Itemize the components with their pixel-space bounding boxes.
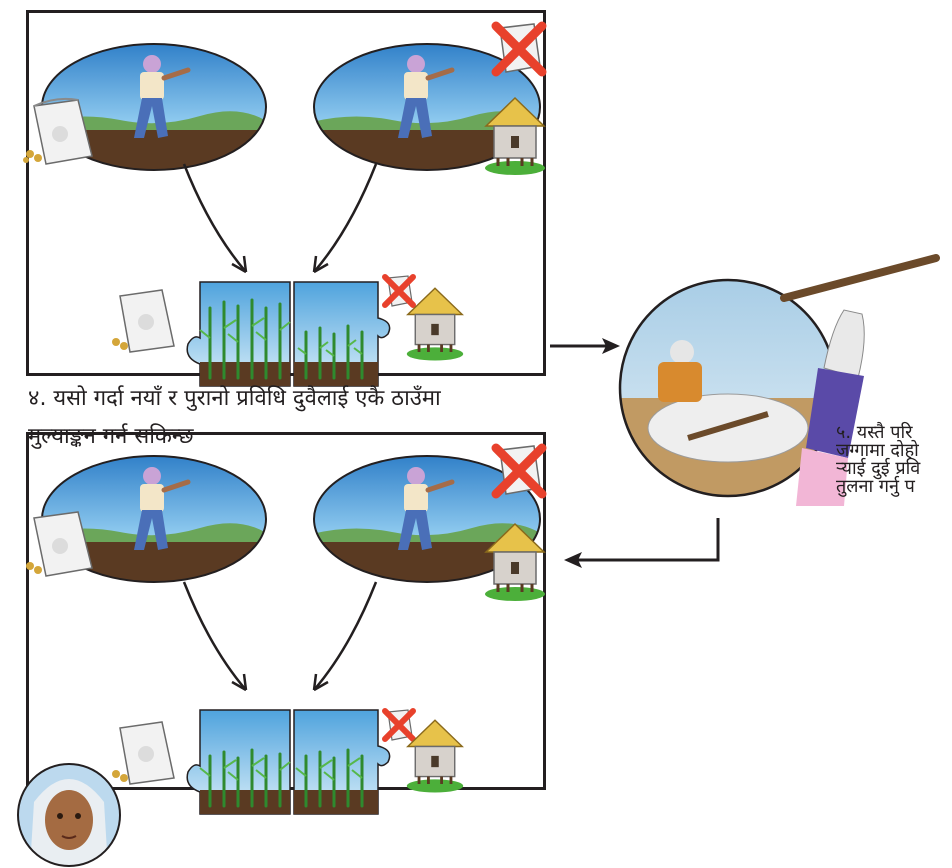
seed-sack-icon (23, 97, 93, 165)
maize-plot-illustration (186, 281, 391, 387)
seed-sack-icon (26, 511, 93, 577)
field-preparation-illustration (618, 254, 940, 506)
granary-hut-icon (484, 96, 546, 175)
step5-caption-line1: ५. यस्तै परि (836, 422, 913, 443)
cross-icon (382, 274, 416, 308)
cross-icon (382, 708, 416, 742)
cross-icon (491, 21, 547, 77)
seed-sack-icon (112, 721, 175, 785)
seed-sack-icon (112, 289, 175, 353)
arrow-right-to-plot (312, 163, 378, 274)
arrow-left-to-plot (182, 581, 248, 692)
arrow-to-bottom-panel (564, 518, 720, 568)
step5-caption-line3: ऱ्याई दुई प्रवि (836, 458, 921, 479)
cross-icon (491, 443, 547, 499)
arrow-right-to-plot (312, 581, 378, 692)
step4-caption-line1: ४. यसो गर्दा नयाँ र पुरानो प्रविधि दुवैल… (28, 386, 441, 411)
step4-caption-line2: मुल्याङ्कन गर्न सकिन्छ (28, 424, 194, 449)
farmer-illustration (134, 55, 191, 138)
step5-caption-line4: तुलना गर्नु प (836, 476, 915, 497)
granary-hut-icon (406, 719, 464, 793)
granary-hut-icon (484, 522, 546, 601)
arrow-to-step5 (550, 338, 620, 354)
arrow-left-to-plot (182, 163, 248, 274)
maize-plot-illustration (186, 709, 391, 815)
guide-portrait (17, 763, 121, 867)
granary-hut-icon (406, 287, 464, 361)
step5-caption-line2: जग्गामा दोहो (836, 440, 919, 461)
